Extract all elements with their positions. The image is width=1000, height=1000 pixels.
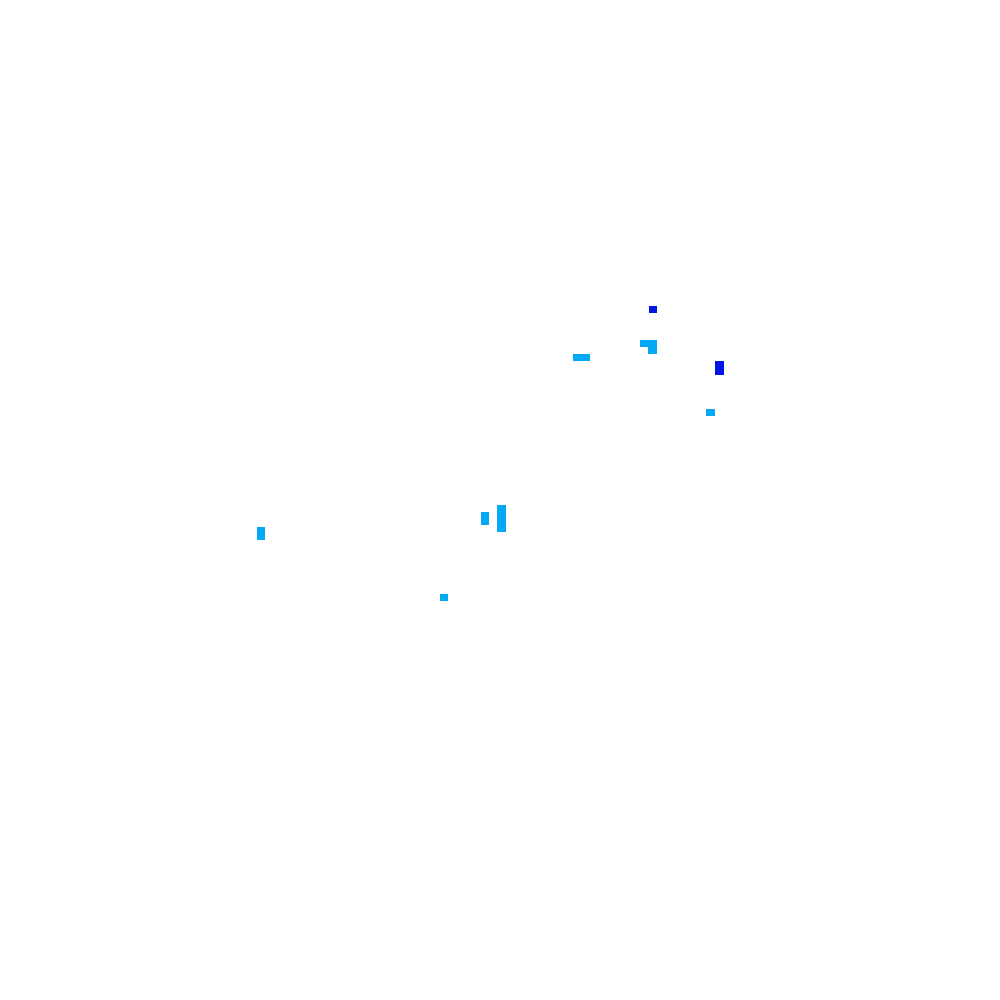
blue-pixel-mark <box>481 512 489 525</box>
blue-pixel-mark <box>497 505 506 532</box>
blue-pixel-mark <box>706 409 715 416</box>
blue-pixel-mark <box>649 306 657 313</box>
blue-pixel-mark <box>257 527 265 540</box>
blue-pixel-mark <box>573 354 590 361</box>
blue-pixel-mark <box>440 594 448 601</box>
blue-pixel-mark <box>715 361 724 375</box>
blue-pixel-mark <box>648 340 657 354</box>
